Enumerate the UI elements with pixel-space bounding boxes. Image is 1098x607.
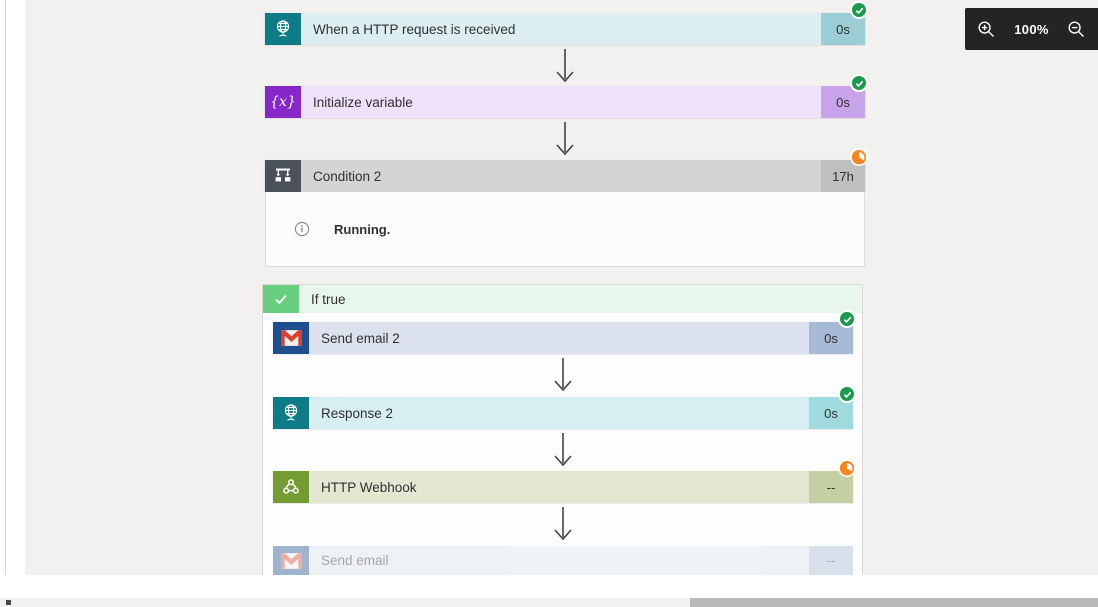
action-card-initialize-variable[interactable]: {x} Initialize variable 0s [265,74,868,118]
condition-branch-icon [265,160,301,192]
zoom-in-icon[interactable] [977,20,996,39]
status-succeeded-icon [838,310,856,328]
zoom-out-icon[interactable] [1067,20,1086,39]
check-icon [263,285,299,313]
branch-label: If true [311,291,346,307]
horizontal-scrollbar-thumb[interactable] [690,598,1098,607]
condition-status-message: Running. [334,221,391,237]
action-card-http-trigger[interactable]: When a HTTP request is received 0s [265,1,868,45]
action-card-http-webhook[interactable]: HTTP Webhook -- [273,459,856,503]
action-title: Response 2 [309,397,809,429]
resize-corner-mark [6,600,11,605]
http-globe-icon [265,13,301,45]
info-icon [294,221,310,237]
http-globe-icon [273,397,309,429]
action-title: HTTP Webhook [309,471,809,503]
action-title: Send email [309,546,809,575]
gmail-icon [273,546,309,575]
action-title: Send email 2 [309,322,809,354]
status-succeeded-icon [850,74,868,92]
panel-divider [5,0,6,575]
action-title: When a HTTP request is received [301,13,821,45]
condition-status-panel: Running. [265,192,865,267]
webhook-icon [273,471,309,503]
action-card-condition[interactable]: Condition 2 17h [265,148,868,192]
variable-braces-icon: {x} [265,86,301,118]
status-running-icon [850,148,868,166]
horizontal-scrollbar[interactable] [0,598,1098,607]
status-running-icon [838,459,856,477]
action-card-send-email-2[interactable]: Send email 2 0s [273,310,856,354]
action-duration: -- [809,546,853,575]
gmail-icon [273,322,309,354]
if-true-branch-header[interactable]: If true [263,285,862,313]
action-title: Initialize variable [301,86,821,118]
action-card-response-2[interactable]: Response 2 0s [273,385,856,429]
status-succeeded-icon [850,1,868,19]
zoom-level: 100% [1014,21,1049,37]
action-card-send-email-pending[interactable]: Send email -- [273,546,853,575]
zoom-toolbar: 100% [965,8,1098,50]
status-succeeded-icon [838,385,856,403]
action-title: Condition 2 [301,160,821,192]
